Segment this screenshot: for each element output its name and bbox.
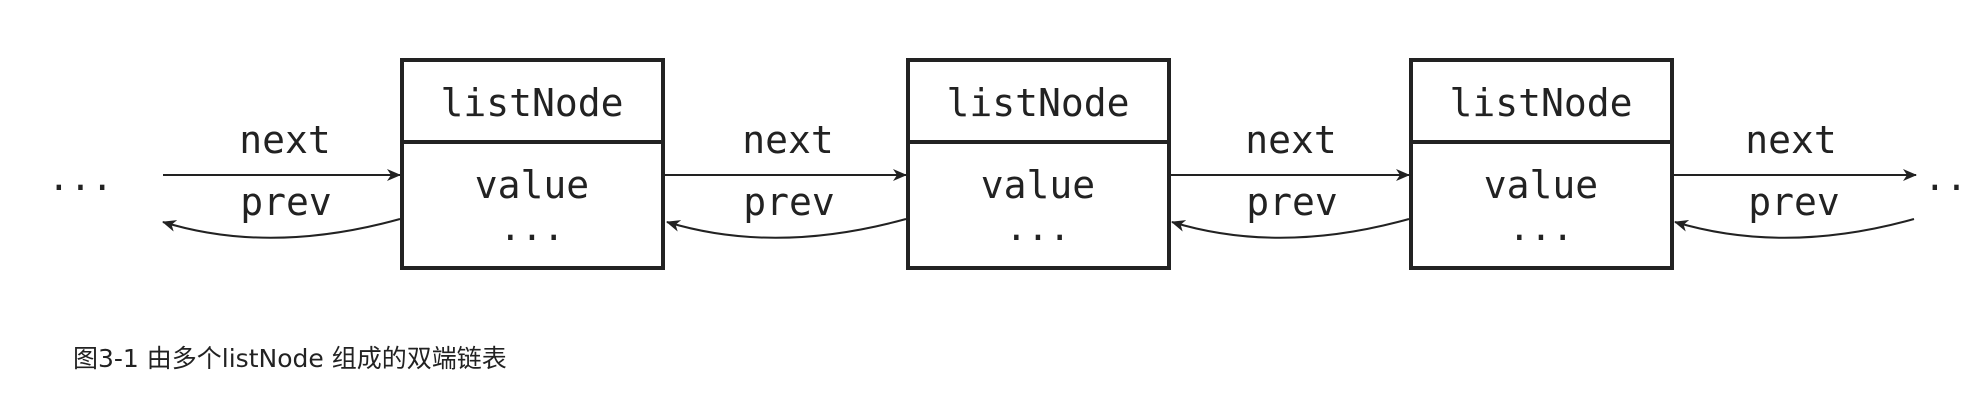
next-label: next [1745,118,1837,162]
list-node-2: listNode value ... [906,58,1171,270]
node-value-field: value [475,163,589,207]
prev-arrow [1674,218,1915,239]
node-more-fields: ... [1005,208,1070,249]
right-ellipsis: ... [1924,158,1964,199]
link-3: next prev [1674,118,1917,239]
prev-label: prev [1246,180,1338,224]
node-value-field: value [1484,163,1598,207]
link-1: next prev [665,118,907,239]
prev-label: prev [1748,180,1840,224]
node-title: listNode [440,81,623,125]
node-title: listNode [946,81,1129,125]
node-more-fields: ... [499,208,564,249]
list-node-3: listNode value ... [1409,58,1674,270]
next-label: next [1245,118,1337,162]
node-value-field: value [981,163,1095,207]
link-2: next prev [1171,118,1410,239]
link-0: next prev [162,118,401,239]
figure-caption: 图3-1 由多个listNode 组成的双端链表 [73,344,507,373]
prev-arrow [1171,218,1410,239]
node-more-fields: ... [1508,208,1573,249]
node-title: listNode [1449,81,1632,125]
prev-label: prev [743,180,835,224]
next-label: next [239,118,331,162]
list-node-1: listNode value ... [400,58,665,270]
prev-label: prev [240,180,332,224]
next-label: next [742,118,834,162]
prev-arrow [666,218,907,239]
prev-arrow [162,218,401,239]
left-ellipsis: ... [48,158,113,199]
